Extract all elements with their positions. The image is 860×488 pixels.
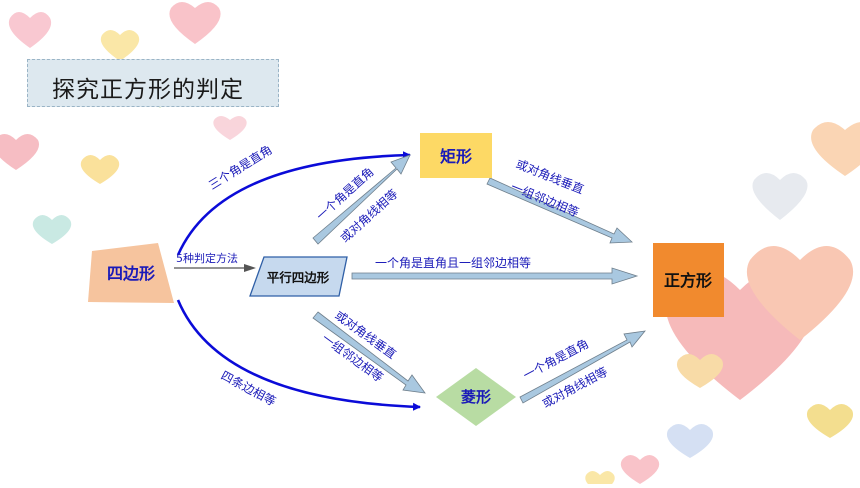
node-para-label: 平行四边形 (267, 270, 330, 285)
node-quad-label: 四边形 (107, 264, 155, 283)
block-arrow-para-to-square (351, 267, 639, 285)
node-square-label: 正方形 (664, 271, 712, 290)
node-rhombus-shape (436, 368, 516, 426)
node-para-shape (249, 256, 348, 297)
node-quad-shape (88, 243, 174, 303)
block-arrow-rect-to-square (486, 177, 633, 244)
block-arrow-rhombus-to-square (519, 330, 646, 404)
curve-quad-to-rect (176, 151, 411, 256)
page-title: 探究正方形的判定 (52, 77, 244, 103)
node-square-shape (653, 243, 724, 317)
node-rect-shape (420, 133, 492, 178)
label-quad-rhombus: 四条边相等 (219, 368, 279, 409)
curve-quad-to-rhombus (176, 299, 421, 411)
block-arrow-para-to-rhombus (312, 311, 426, 394)
label-quad-rect: 三个角是直角 (206, 143, 274, 193)
node-rhombus-label: 菱形 (461, 388, 491, 406)
node-rect-label: 矩形 (440, 147, 472, 166)
title-box: 探究正方形的判定 (27, 59, 279, 107)
block-arrow-para-to-rect (312, 154, 411, 245)
arrow-quad-to-para (174, 264, 256, 272)
label-para-square: 一个角是直角且一组邻边相等 (375, 256, 531, 270)
label-methods: 5种判定方法 (176, 251, 238, 265)
